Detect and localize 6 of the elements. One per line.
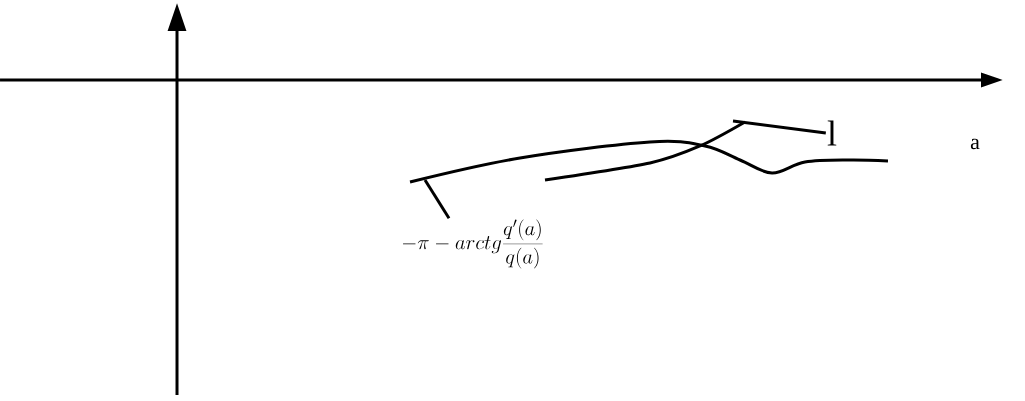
leader-line xyxy=(423,179,451,220)
curve-label: l xyxy=(827,120,837,146)
formula-label: $-\pi - arctg \frac{q'(a)}{q(a)}$ xyxy=(402,219,543,269)
leader-line xyxy=(732,119,826,135)
curve xyxy=(544,120,746,182)
axis-label: a xyxy=(970,138,980,150)
